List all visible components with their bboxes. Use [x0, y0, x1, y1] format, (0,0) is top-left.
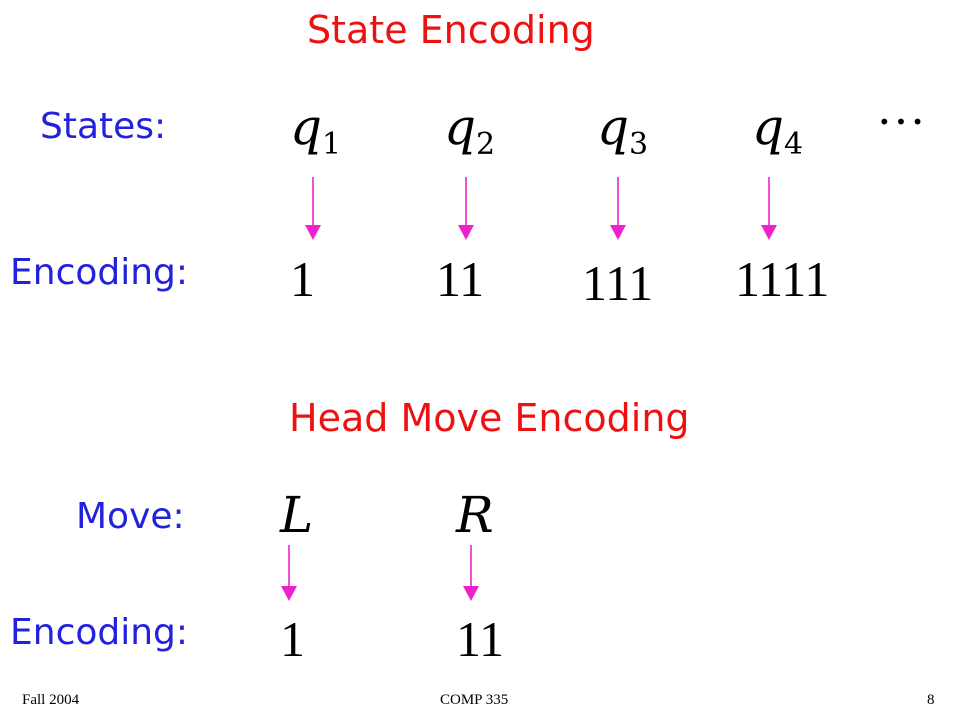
state-encoding-label: Encoding:	[10, 252, 189, 293]
state-encoding-title: State Encoding	[307, 8, 595, 52]
arrow-q1	[305, 177, 321, 240]
state-q4: q4	[752, 98, 804, 162]
move-code-L: 1	[280, 611, 305, 667]
move-label: Move:	[76, 496, 185, 537]
state-q1: q1	[290, 98, 342, 162]
ellipsis: ···	[876, 93, 926, 149]
move-code-R: 11	[456, 611, 505, 667]
arrow-L	[281, 545, 297, 601]
move-encoding-label: Encoding:	[10, 612, 189, 653]
arrow-q2	[458, 177, 474, 240]
state-code-1: 1	[290, 251, 315, 307]
state-q3: q3	[597, 98, 649, 162]
arrow-q3	[610, 177, 626, 240]
footer-page-number: 8	[927, 692, 935, 708]
state-code-4: 1111	[735, 251, 830, 307]
footer-term: Fall 2004	[22, 692, 80, 708]
head-move-encoding-title: Head Move Encoding	[289, 396, 690, 440]
move-R: R	[456, 486, 494, 544]
state-code-3: 111	[582, 255, 654, 311]
state-code-2: 11	[436, 251, 485, 307]
arrow-q4	[761, 177, 777, 240]
state-q2: q2	[444, 98, 496, 162]
states-label: States:	[40, 106, 167, 147]
arrow-R	[463, 545, 479, 601]
move-L: L	[280, 486, 314, 544]
footer-course: COMP 335	[440, 692, 509, 708]
